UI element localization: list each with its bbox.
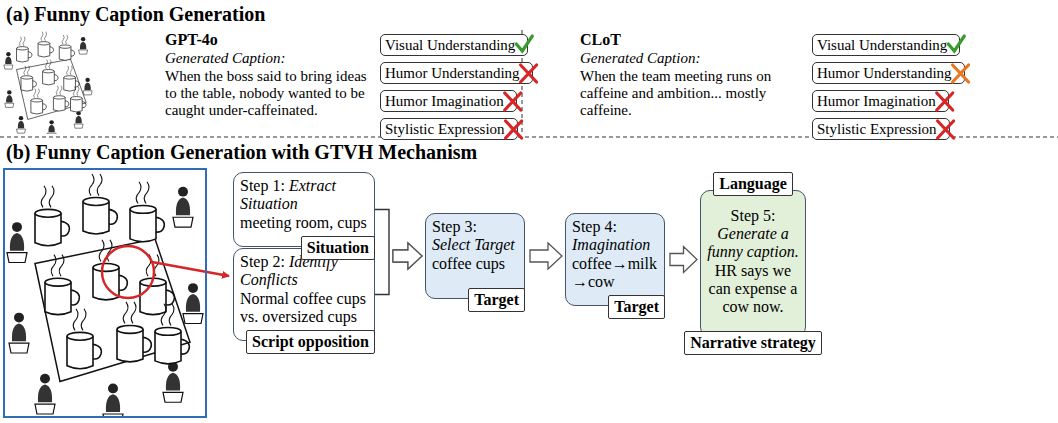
criterion-box: Visual Understanding — [380, 34, 528, 56]
tag-box: Script opposition — [246, 330, 375, 354]
node-text: Humor Understanding — [817, 63, 952, 83]
node-text: Step 3: Select Target — [432, 218, 518, 254]
node-text: coffee cups — [432, 255, 518, 273]
node-text: Normal coffee cups vs. oversized cups — [240, 290, 368, 326]
node-text: Narrative strategy — [690, 333, 816, 353]
node-text: HR says we can expense a cow now. — [706, 262, 800, 316]
section-text: When the boss said to bring ideas to the… — [165, 68, 375, 119]
criterion-box: Humor Understanding — [380, 62, 533, 84]
node-text: meeting room, cups — [240, 214, 368, 232]
node-text: Humor Understanding — [385, 63, 520, 83]
node-text: Step 1: Extract Situation — [240, 177, 368, 213]
block-arrow — [393, 243, 422, 269]
node-text: Humor Imagination — [385, 91, 504, 111]
merge-bracket — [375, 256, 389, 295]
node-text: Script opposition — [252, 332, 369, 352]
node-text: coffee→milk →cow — [572, 255, 658, 291]
criterion-box: Stylistic Expression — [380, 118, 518, 140]
tag-box: Narrative strategy — [684, 331, 822, 355]
section-text: Generated Caption: — [580, 50, 700, 67]
tag-box: Situation — [301, 236, 375, 260]
node-text: Step 4: Imagination — [572, 218, 658, 254]
section-text: Generated Caption: — [165, 50, 285, 67]
connector — [375, 243, 422, 295]
section-text: (b) Funny Caption Generation with GTVH M… — [6, 141, 477, 163]
step-box: Step 2: Identify ConflictsNormal coffee … — [233, 248, 375, 341]
merge-bracket — [375, 210, 389, 257]
node-text: Situation — [307, 238, 369, 258]
section-text: When the team meeting runs on caffeine a… — [580, 68, 802, 119]
connector — [375, 210, 422, 270]
tag-box: Language — [713, 172, 793, 196]
node-text: Visual Understanding — [817, 35, 947, 55]
node-text: Target — [474, 290, 519, 310]
block-arrow — [393, 243, 422, 269]
node-text: Stylistic Expression — [817, 119, 937, 139]
node-text: Stylistic Expression — [385, 119, 505, 139]
highlight-circle — [102, 246, 154, 298]
tag-box: Target — [608, 295, 665, 319]
criterion-box: Visual Understanding — [812, 34, 960, 56]
node-text: Language — [719, 174, 787, 194]
connector — [670, 247, 697, 273]
step-box: Step 5: Generate a funny caption.HR says… — [700, 190, 806, 337]
section-text: (a) Funny Caption Generation — [6, 3, 265, 25]
criterion-box: Humor Imagination — [380, 90, 517, 112]
block-arrow — [670, 247, 697, 273]
cartoon-large — [7, 174, 203, 423]
section-text: CLoT — [580, 31, 621, 48]
node-text: Step 5: Generate a funny caption. — [706, 207, 800, 261]
criterion-box: Humor Understanding — [812, 62, 965, 84]
step-box: Step 3: Select Targetcoffee cups — [425, 213, 525, 299]
node-text: Target — [614, 297, 659, 317]
pointer-arrow — [152, 262, 229, 276]
node-text: Humor Imagination — [817, 91, 936, 111]
image-frame — [3, 168, 207, 418]
step-box: Step 4: Imaginationcoffee→milk →cow — [565, 213, 665, 306]
criterion-box: Stylistic Expression — [812, 118, 950, 140]
cartoon-small — [4, 32, 92, 138]
criterion-box: Humor Imagination — [812, 90, 949, 112]
section-text: GPT-4o — [165, 31, 218, 48]
connector — [530, 243, 562, 269]
tag-box: Target — [468, 288, 525, 312]
block-arrow — [530, 243, 562, 269]
node-text: Visual Understanding — [385, 35, 515, 55]
